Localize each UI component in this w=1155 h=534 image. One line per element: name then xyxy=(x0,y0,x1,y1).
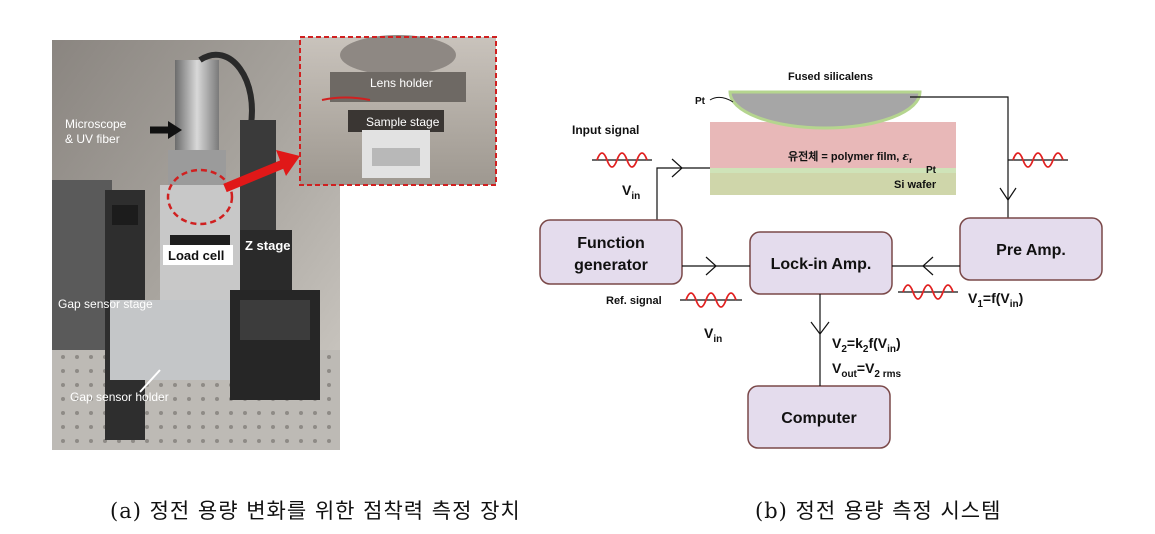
si-wafer-layer xyxy=(710,173,956,195)
sample-stage-label: Sample stage xyxy=(366,115,440,129)
function-generator-label-2: generator xyxy=(574,257,648,274)
inset-border xyxy=(299,36,497,186)
dielectric-label: 유전체 = polymer film, εr xyxy=(788,149,912,165)
caption-b: (b) 정전 용량 측정 시스템 xyxy=(755,499,1002,523)
input-signal-label: Input signal xyxy=(572,123,639,137)
uv-fiber-cable xyxy=(198,51,255,131)
si-wafer-label: Si wafer xyxy=(894,179,937,191)
load-cell-label: Load cell xyxy=(168,248,224,263)
caption-a: (a) 정전 용량 변화를 위한 점착력 측정 장치 xyxy=(110,499,521,523)
pre-amp-box: Pre Amp. xyxy=(959,217,1103,281)
computer-arrowhead xyxy=(810,321,830,335)
output-connection xyxy=(910,96,1009,220)
function-generator-label-1: Function xyxy=(577,235,645,252)
gap-sensor-stage-label: Gap sensor stage xyxy=(58,297,153,311)
input-vin-label: Vin xyxy=(622,182,640,202)
pt-pointer xyxy=(709,96,734,103)
focus-circle xyxy=(166,168,234,226)
pt-bottom-layer xyxy=(710,168,956,173)
computer-label: Computer xyxy=(781,410,857,427)
gap-sensor-holder-label: Gap sensor holder xyxy=(70,390,169,404)
v1-formula: V1=f(Vin) xyxy=(968,290,1023,310)
lock-in-amp-label: Lock-in Amp. xyxy=(771,256,872,273)
ref-arrowhead xyxy=(705,256,717,276)
input-arrowhead xyxy=(671,158,683,178)
preamp-arrowhead xyxy=(922,256,934,276)
function-generator-box: Function generator xyxy=(539,219,683,285)
pre-amp-label: Pre Amp. xyxy=(996,242,1066,259)
pointer-arrow-head xyxy=(168,121,182,139)
fused-silica-lens xyxy=(728,90,922,130)
vout-formula: Vout=V2 rms xyxy=(832,360,902,380)
output-arrowhead xyxy=(999,187,1017,202)
pt-top-label: Pt xyxy=(695,96,706,107)
block-diagram: Fused silicalens Pt 유전체 = polymer film, … xyxy=(539,71,1103,449)
dielectric-layer xyxy=(710,122,956,168)
lens-holder-label: Lens holder xyxy=(370,76,433,90)
input-connection xyxy=(656,167,710,220)
ref-signal-label: Ref. signal xyxy=(606,295,662,307)
aluminum-plate xyxy=(110,300,230,380)
uv-fiber-label: & UV fiber xyxy=(65,132,120,146)
v2-formula: V2=k2f(Vin) xyxy=(832,335,901,355)
measurement-system-diagram: Fused silicalens Pt 유전체 = polymer film, … xyxy=(530,40,1130,470)
lens-label: Fused silicalens xyxy=(788,71,873,83)
inset-sample-stage xyxy=(348,110,444,132)
side-equipment xyxy=(52,180,112,350)
pt-bottom-label: Pt xyxy=(926,165,937,176)
lock-in-amp-box: Lock-in Amp. xyxy=(749,231,893,295)
apparatus-photo: Lens holder Sample stage Microscope & UV… xyxy=(52,35,497,450)
z-stage-label: Z stage xyxy=(245,238,291,253)
ref-vin-label: Vin xyxy=(704,325,722,345)
zoom-arrow-shaft xyxy=(223,157,290,193)
load-cell-label-bg xyxy=(163,245,233,265)
microscope-label: Microscope xyxy=(65,117,127,131)
computer-box: Computer xyxy=(747,385,891,449)
zoom-arrow-head xyxy=(276,150,300,176)
apparatus-photo-panel: Lens holder Sample stage Microscope & UV… xyxy=(0,0,540,470)
